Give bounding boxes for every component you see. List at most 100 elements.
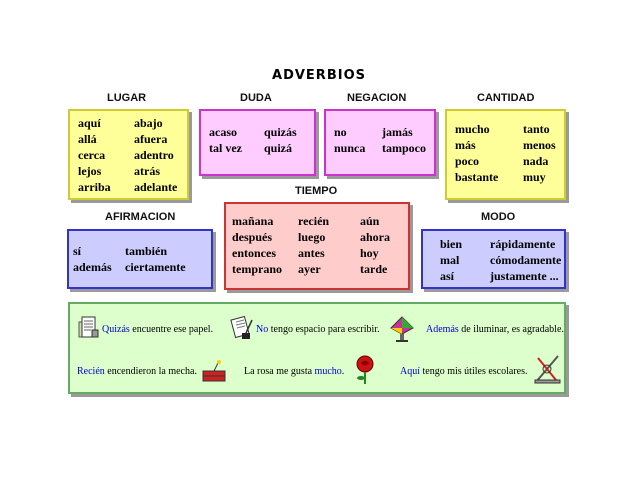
adverb: aquí bbox=[78, 116, 101, 130]
adverb: nada bbox=[523, 154, 549, 168]
example-sentence-4: Recién encendieron la mecha. bbox=[77, 366, 197, 378]
adverb: arriba bbox=[78, 180, 111, 194]
cantidad-box: mucho más poco bastante tanto menos nada… bbox=[445, 109, 566, 200]
example-adverb: Además bbox=[426, 324, 459, 335]
lugar-col-1: aquí allá cerca lejos arriba bbox=[78, 115, 111, 195]
tiempo-box: mañana después entonces temprano recién … bbox=[224, 202, 410, 290]
adverb: mañana bbox=[232, 214, 274, 228]
adverb: cómodamente bbox=[490, 253, 562, 267]
dynamite-icon bbox=[202, 360, 226, 382]
heading-cantidad: CANTIDAD bbox=[477, 92, 535, 104]
example-adverb: Aquí bbox=[400, 366, 420, 377]
adverb: ciertamente bbox=[125, 260, 186, 274]
lugar-col-2: abajo afuera adentro atrás adelante bbox=[134, 115, 177, 195]
adverb: más bbox=[455, 138, 476, 152]
tiempo-col-3: aún ahora hoy tarde bbox=[360, 213, 390, 277]
adverb: poco bbox=[455, 154, 479, 168]
tiempo-col-2: recién luego antes ayer bbox=[298, 213, 329, 277]
adverb: menos bbox=[523, 138, 556, 152]
adverb: hoy bbox=[360, 246, 379, 260]
adverb: cerca bbox=[78, 148, 106, 162]
modo-col-1: bien mal así bbox=[440, 236, 462, 284]
adverb: ayer bbox=[298, 262, 321, 276]
duda-box: acaso tal vez quizás quizá bbox=[199, 109, 316, 176]
example-adverb: Recién bbox=[77, 366, 105, 377]
heading-negacion: NEGACION bbox=[347, 92, 407, 104]
adverb: no bbox=[334, 125, 347, 139]
negacion-col-1: no nunca bbox=[334, 124, 365, 156]
document-icon bbox=[78, 316, 99, 338]
heading-afirmacion: AFIRMACION bbox=[105, 211, 176, 223]
adverb: aún bbox=[360, 214, 380, 228]
example-text: . bbox=[341, 366, 345, 377]
heading-modo: MODO bbox=[481, 211, 516, 223]
adverb: muy bbox=[523, 170, 546, 184]
example-adverb: Quizás bbox=[102, 324, 130, 335]
example-adverb: No bbox=[256, 324, 269, 335]
scroll-pen-icon bbox=[230, 315, 253, 339]
example-sentence-6: Aquí tengo mis útiles escolares. bbox=[400, 366, 527, 378]
adverb: bien bbox=[440, 237, 463, 251]
adverb: tampoco bbox=[382, 141, 426, 155]
afirmacion-box: sí además también ciertamente bbox=[67, 229, 213, 289]
duda-col-2: quizás quizá bbox=[264, 124, 297, 156]
cantidad-col-1: mucho más poco bastante bbox=[455, 121, 498, 185]
rose-icon bbox=[356, 355, 374, 384]
adverb: rápidamente bbox=[490, 237, 556, 251]
adverb: tarde bbox=[360, 262, 388, 276]
example-text: encuentre ese papel. bbox=[129, 324, 214, 335]
page-title: ADVERBIOS bbox=[272, 68, 366, 83]
afirmacion-col-1: sí además bbox=[73, 243, 112, 275]
modo-box: bien mal así rápidamente cómodamente jus… bbox=[421, 229, 566, 289]
adverb: justamente ... bbox=[490, 269, 559, 283]
adverb: mal bbox=[440, 253, 460, 267]
adverb: tanto bbox=[523, 122, 550, 136]
example-text: de iluminar, es agradable. bbox=[458, 324, 564, 335]
example-sentence-5: La rosa me gusta mucho. bbox=[244, 366, 344, 378]
adverb: entonces bbox=[232, 246, 276, 260]
example-text: tengo espacio para escribir. bbox=[268, 324, 380, 335]
modo-col-2: rápidamente cómodamente justamente ... bbox=[490, 236, 561, 284]
adverb: temprano bbox=[232, 262, 282, 276]
example-sentence-2: No tengo espacio para escribir. bbox=[256, 324, 380, 336]
example-text: tengo mis útiles escolares. bbox=[420, 366, 528, 377]
adverb: allá bbox=[78, 132, 97, 146]
adverb: así bbox=[440, 269, 455, 283]
adverb: acaso bbox=[209, 125, 237, 139]
adverb: luego bbox=[298, 230, 326, 244]
adverb: también bbox=[125, 244, 167, 258]
cantidad-col-2: tanto menos nada muy bbox=[523, 121, 556, 185]
lamp-icon bbox=[390, 316, 414, 342]
heading-duda: DUDA bbox=[240, 92, 272, 104]
adverb: lejos bbox=[78, 164, 102, 178]
example-text: encendieron la mecha. bbox=[104, 366, 197, 377]
adverb: adentro bbox=[134, 148, 174, 162]
adverb: sí bbox=[73, 244, 82, 258]
lugar-box: aquí allá cerca lejos arriba abajo afuer… bbox=[68, 109, 189, 200]
example-adverb: mucho bbox=[314, 366, 342, 377]
adverb: atrás bbox=[134, 164, 160, 178]
school-tools-icon bbox=[534, 355, 561, 384]
adverb: afuera bbox=[134, 132, 168, 146]
adverb: recién bbox=[298, 214, 330, 228]
adverb: mucho bbox=[455, 122, 490, 136]
adverb: además bbox=[73, 260, 112, 274]
negacion-col-2: jamás tampoco bbox=[382, 124, 426, 156]
examples-box: Quizás encuentre ese papel. No tengo esp… bbox=[68, 302, 566, 394]
adverb: quizá bbox=[264, 141, 293, 155]
example-sentence-3: Además de iluminar, es agradable. bbox=[426, 324, 564, 336]
duda-col-1: acaso tal vez bbox=[209, 124, 242, 156]
adverb: adelante bbox=[134, 180, 178, 194]
heading-tiempo: TIEMPO bbox=[295, 185, 338, 197]
adverb: bastante bbox=[455, 170, 499, 184]
example-text: La rosa me gusta bbox=[244, 366, 315, 377]
adverb: quizás bbox=[264, 125, 297, 139]
adverb: antes bbox=[298, 246, 325, 260]
adverb: tal vez bbox=[209, 141, 242, 155]
heading-lugar: LUGAR bbox=[107, 92, 147, 104]
afirmacion-col-2: también ciertamente bbox=[125, 243, 186, 275]
adverb: nunca bbox=[334, 141, 366, 155]
adverb: después bbox=[232, 230, 273, 244]
negacion-box: no nunca jamás tampoco bbox=[324, 109, 436, 176]
adverb: jamás bbox=[382, 125, 413, 139]
